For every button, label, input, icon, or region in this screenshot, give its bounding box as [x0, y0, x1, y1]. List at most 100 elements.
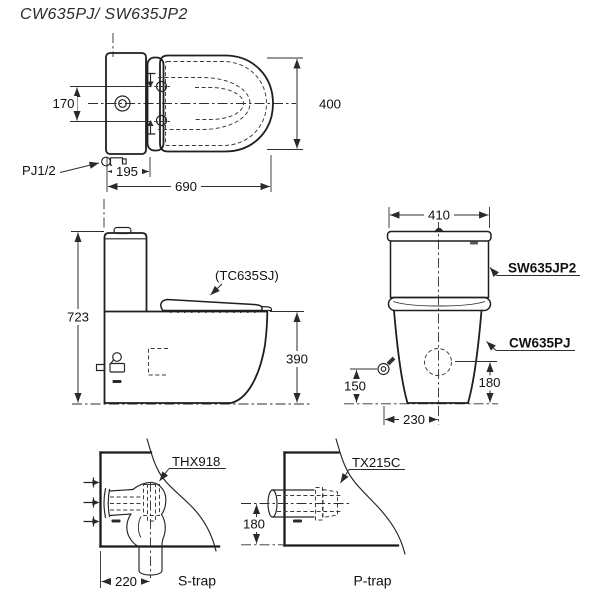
p-trap-detail: TX215C 180 P-trap — [240, 438, 406, 589]
label-thx918: THX918 — [159, 454, 226, 482]
inlet-tip — [121, 158, 127, 165]
bolt-arrow — [92, 499, 100, 506]
text-mask — [282, 351, 312, 367]
dim-195: 195 — [106, 157, 151, 192]
label-pj12: PJ1/2 — [22, 161, 100, 178]
label-sw635jp2: SW635JP2 — [489, 261, 580, 277]
dim-value: 723 — [67, 310, 89, 325]
tank-top-button — [113, 226, 132, 235]
seat-lid — [160, 298, 273, 313]
leader-line — [210, 283, 223, 296]
flush-button-outer — [114, 95, 131, 112]
dim-220: 220 — [100, 551, 150, 589]
minus-mark — [293, 519, 302, 523]
bowl-rear-profile — [335, 438, 406, 555]
valve-nub — [386, 356, 396, 366]
fitting-model-label: THX918 — [172, 454, 220, 469]
label-cw635pj: CW635PJ — [486, 336, 575, 351]
leader-line — [159, 468, 170, 482]
bolt-arrow — [92, 518, 100, 525]
dim-723: 723 — [63, 231, 104, 403]
text-mask — [476, 375, 504, 391]
inlet-top — [108, 488, 134, 492]
dim-690: 690 — [108, 155, 272, 194]
bowl-outline — [103, 310, 269, 404]
bowl-front — [393, 309, 483, 404]
dim-value: 690 — [175, 179, 197, 194]
seat-model-label: (TC635SJ) — [215, 268, 279, 283]
top-view: 170 400 PJ1/2 195 690 — [22, 33, 341, 194]
dim-value: 170 — [52, 96, 74, 111]
page-title: CW635PJ/ SW635JP2 — [20, 6, 188, 23]
fitting-model-label: TX215C — [352, 455, 401, 470]
dim-390: 390 — [270, 311, 312, 403]
dim-value: 150 — [344, 379, 366, 394]
inlet-flange-inner — [107, 488, 111, 518]
tank-outline — [105, 52, 147, 155]
tank-model-label: SW635JP2 — [508, 261, 576, 276]
valve-knob-inner — [380, 366, 387, 372]
supply-valve — [95, 352, 126, 383]
text-mask — [341, 379, 369, 394]
text-mask — [111, 574, 141, 589]
dim-180: 180 — [240, 504, 283, 546]
adapter-body-hidden — [322, 488, 338, 519]
trap-outer — [132, 481, 167, 516]
leader-line — [59, 161, 100, 173]
text-mask — [424, 208, 454, 222]
dim-410: 410 — [388, 207, 490, 228]
valve-knob — [112, 352, 122, 362]
brand-logo — [470, 241, 478, 245]
wall-connector — [95, 363, 106, 372]
bowl-model-label: CW635PJ — [509, 336, 571, 351]
text-mask — [240, 517, 268, 532]
text-mask — [399, 412, 429, 427]
hinge-bolt-bottom — [145, 114, 168, 135]
seat-rim-arc — [392, 301, 486, 307]
tank-lid — [386, 230, 492, 242]
minus-mark — [111, 519, 121, 523]
p-trap-caption: P-trap — [353, 573, 391, 589]
front-view: 410 SW635JP2 CW635PJ 150 — [341, 207, 580, 427]
seat-opening-hidden-line — [158, 77, 251, 130]
inlet-flange — [103, 487, 107, 519]
dim-230: 230 — [383, 406, 438, 427]
leader-line — [486, 341, 497, 351]
leader-line — [489, 267, 499, 277]
label-tx215c: TX215C — [340, 455, 405, 484]
trap-left-bend — [126, 513, 140, 548]
dim-400: 400 — [267, 57, 341, 150]
lid-button — [434, 228, 444, 231]
dim-value: 230 — [403, 412, 425, 427]
bowl-rim-hidden-line — [195, 87, 244, 120]
text-mask — [50, 96, 77, 111]
dim-value: 410 — [428, 208, 450, 223]
supply-valve — [377, 356, 396, 376]
dim-value: 400 — [319, 97, 341, 112]
text-mask — [63, 309, 93, 325]
flush-button-inner — [118, 99, 127, 108]
lid-outline — [159, 54, 274, 153]
dim-150: 150 — [341, 368, 377, 403]
lid-profile — [160, 298, 263, 312]
valve-body — [109, 362, 126, 373]
hinge-boss — [155, 114, 168, 127]
trapway — [103, 481, 167, 578]
s-trap-detail: THX918 220 S-trap — [83, 438, 226, 589]
bolt-arrow — [147, 81, 154, 88]
text-mask — [112, 164, 142, 179]
flush-valve-hidden-inner — [147, 484, 156, 522]
dim-value: 220 — [115, 574, 137, 589]
inlet-label: PJ1/2 — [22, 163, 56, 178]
trap-inner-line — [137, 516, 142, 538]
fixing-bolts — [83, 477, 100, 527]
seat-front — [387, 296, 492, 312]
text-mask — [171, 179, 201, 194]
bolt-arrow — [147, 120, 154, 126]
inlet-bottom — [108, 513, 132, 517]
dim-170: 170 — [50, 86, 170, 122]
outlet-hidden-circle — [424, 348, 452, 376]
